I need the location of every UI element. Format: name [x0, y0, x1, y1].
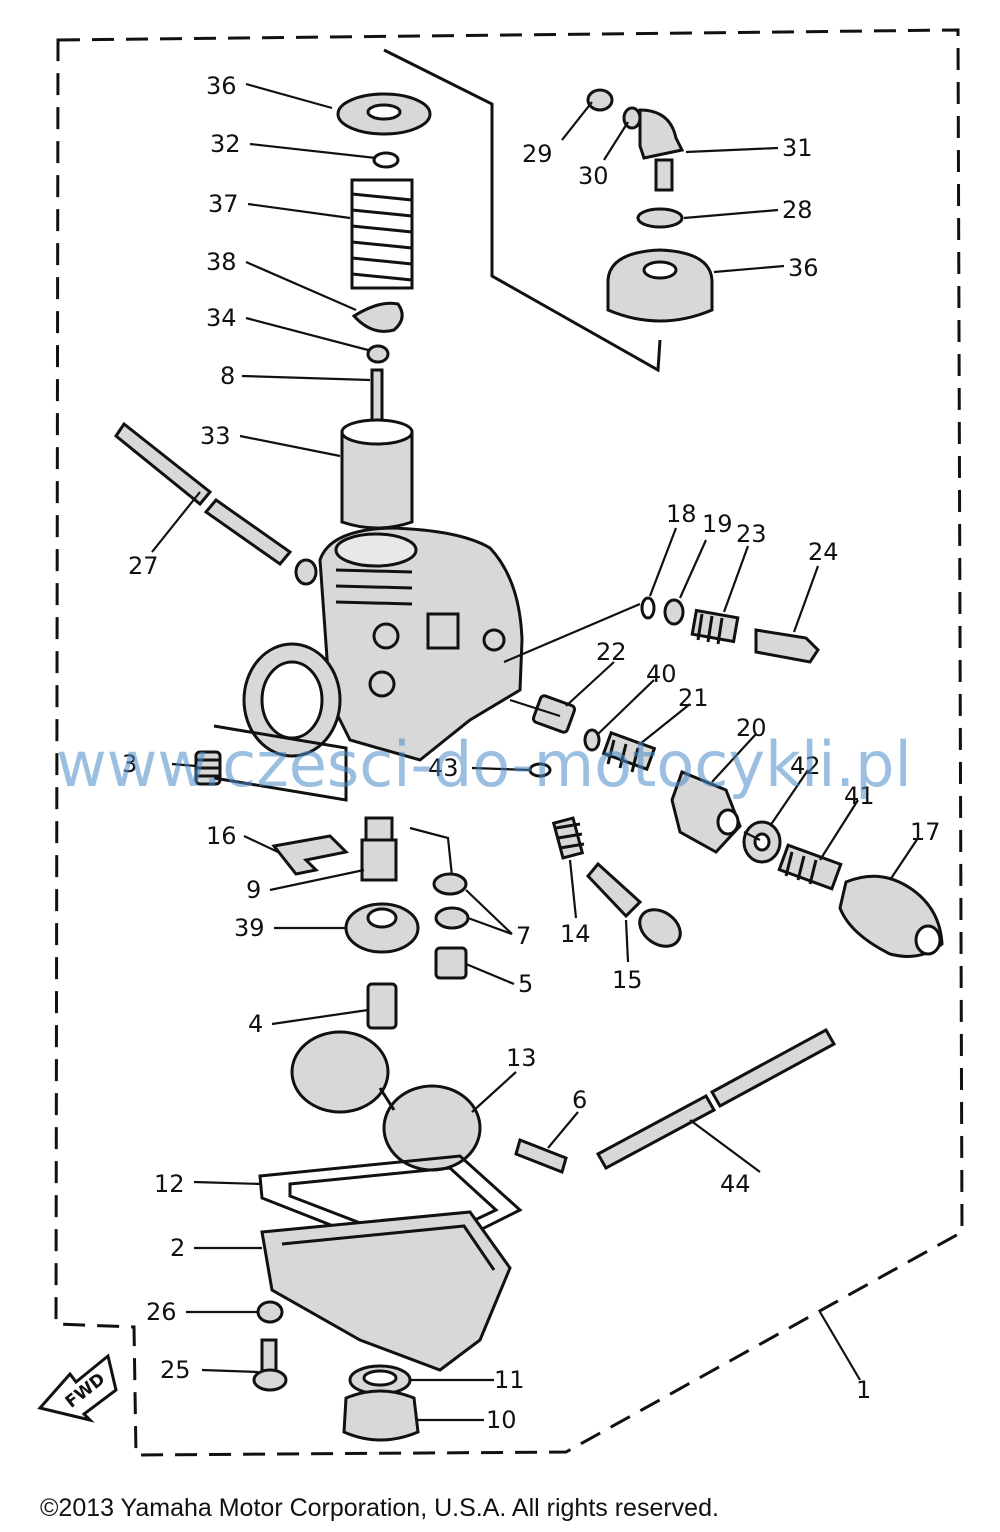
part-18-drawing — [640, 596, 656, 620]
part-5-drawing — [434, 946, 468, 980]
part-13-drawing — [290, 1030, 482, 1172]
callout-1: 1 — [856, 1376, 871, 1404]
callout-22: 22 — [596, 638, 627, 666]
part-3-drawing — [194, 750, 222, 786]
callout-37: 37 — [208, 190, 239, 218]
callout-3: 3 — [122, 750, 137, 778]
part-36-drawing — [606, 248, 714, 323]
callout-30: 30 — [578, 162, 609, 190]
callout-39: 39 — [234, 914, 265, 942]
part-9-drawing — [360, 816, 398, 882]
callout-10: 10 — [486, 1406, 517, 1434]
callout-17: 17 — [910, 818, 941, 846]
callout-13: 13 — [506, 1044, 537, 1072]
callout-25: 25 — [160, 1356, 191, 1384]
part-28-drawing — [636, 207, 684, 229]
part-26-drawing — [256, 1300, 284, 1324]
part-16-drawing — [271, 834, 350, 876]
callout-9: 9 — [246, 876, 261, 904]
callout-43: 43 — [428, 754, 459, 782]
watermark-text: www.czesci-do-motocykli.pl — [56, 728, 912, 801]
part-2-drawing — [260, 1210, 512, 1372]
part-25-drawing — [252, 1338, 288, 1392]
part-10-drawing — [342, 1389, 420, 1442]
part-40-drawing — [583, 728, 601, 752]
callout-35: 36 — [206, 72, 237, 100]
callout-19: 19 — [702, 510, 733, 538]
callout-6: 6 — [572, 1086, 587, 1114]
callout-36: 36 — [788, 254, 819, 282]
part-33-drawing — [340, 418, 414, 530]
part-24-drawing — [754, 628, 820, 664]
part-23-drawing — [690, 608, 740, 645]
cap-bracket-line — [383, 48, 662, 373]
part-7-drawing — [432, 872, 470, 930]
part-29-drawing — [586, 88, 614, 112]
part-20-drawing — [670, 770, 742, 854]
callout-8: 8 — [220, 362, 235, 390]
choke-axis-line — [509, 698, 761, 841]
callout-31: 31 — [782, 134, 813, 162]
part-44-drawing — [595, 1027, 837, 1171]
callout-40: 40 — [646, 660, 677, 688]
part-19-drawing — [663, 598, 685, 626]
callout-24: 24 — [808, 538, 839, 566]
callout-27: 27 — [128, 552, 159, 580]
part-15-drawing — [585, 861, 682, 948]
part-6-drawing — [514, 1138, 568, 1174]
part-39-drawing — [344, 902, 420, 954]
callout-12: 12 — [154, 1170, 185, 1198]
callout-7: 7 — [516, 922, 531, 950]
callout-33: 33 — [200, 422, 231, 450]
jet-axis-line — [503, 602, 641, 664]
callout-34: 34 — [206, 304, 237, 332]
callout-15: 15 — [612, 966, 643, 994]
callout-11: 11 — [494, 1366, 525, 1394]
callout-16: 16 — [206, 822, 237, 850]
callout-26: 26 — [146, 1298, 177, 1326]
part-41-drawing — [777, 843, 843, 891]
part-42-drawing — [742, 820, 782, 864]
callouts: 36 32 37 38 34 8 33 27 29 30 31 28 36 18… — [122, 72, 941, 1434]
slow-jet-axis-line — [409, 826, 454, 877]
assembly-boundary — [54, 28, 964, 1457]
callout-29: 29 — [522, 140, 553, 168]
callout-18: 18 — [666, 500, 697, 528]
carburetor-body-drawing — [242, 526, 524, 762]
part-37-drawing — [350, 178, 414, 290]
callout-38: 38 — [206, 248, 237, 276]
callout-20: 20 — [736, 714, 767, 742]
callout-23: 23 — [736, 520, 767, 548]
part-21-drawing — [601, 730, 657, 773]
callout-41: 41 — [844, 782, 875, 810]
callout-32: 32 — [210, 130, 241, 158]
callout-14: 14 — [560, 920, 591, 948]
callout-2: 2 — [170, 1234, 185, 1262]
part-11-drawing — [348, 1364, 412, 1396]
callout-44: 44 — [720, 1170, 751, 1198]
copyright-text: ©2013 Yamaha Motor Corporation, U.S.A. A… — [40, 1494, 719, 1522]
part-34-drawing — [366, 344, 390, 364]
part-3-bracket — [213, 724, 348, 802]
part-27-drawing — [113, 421, 318, 586]
callout-5: 5 — [518, 970, 533, 998]
part-38-drawing — [351, 301, 404, 333]
callout-42: 42 — [790, 752, 821, 780]
callout-21: 21 — [678, 684, 709, 712]
part-4-drawing — [366, 982, 398, 1030]
callout-28: 28 — [782, 196, 813, 224]
part-17-drawing — [838, 874, 944, 958]
fwd-arrow-icon: FWD — [37, 1353, 118, 1423]
part-31-drawing — [638, 108, 685, 192]
part-35-drawing — [336, 92, 432, 136]
part-32-drawing — [372, 151, 400, 169]
callout-4: 4 — [248, 1010, 263, 1038]
part-14-drawing — [551, 816, 585, 860]
